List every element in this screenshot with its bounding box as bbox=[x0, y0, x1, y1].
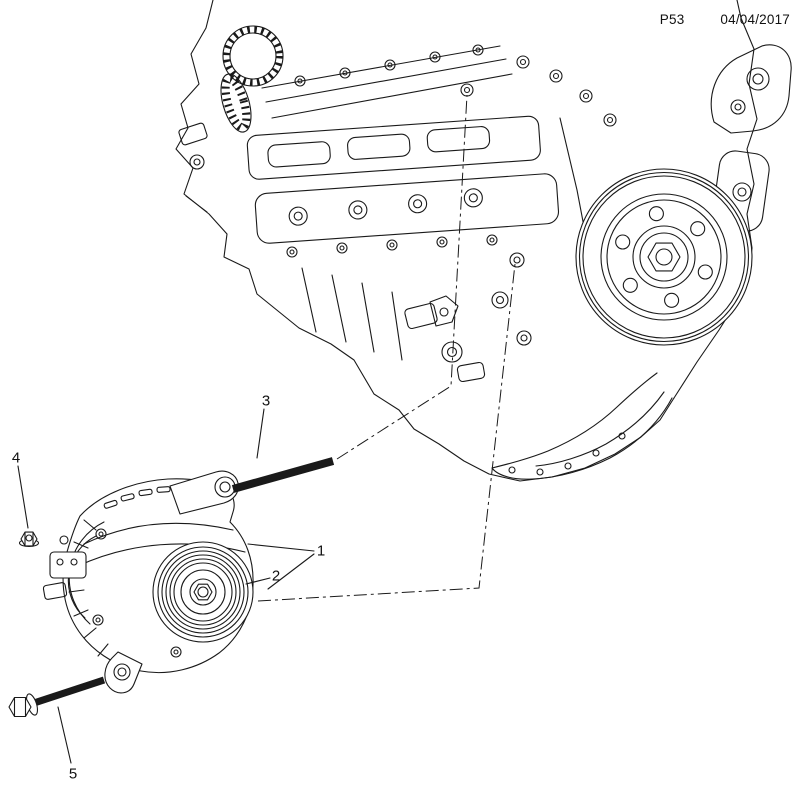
page-header: P53 04/04/2017 bbox=[660, 12, 790, 27]
projection-lines bbox=[257, 94, 516, 602]
leader-lines bbox=[17, 408, 315, 764]
callout-3: 3 bbox=[261, 392, 271, 410]
flange-nut-art bbox=[18, 531, 40, 548]
crank-pulley-art bbox=[575, 168, 753, 346]
date-label: 04/04/2017 bbox=[720, 12, 790, 27]
generator-pulley-art bbox=[152, 541, 254, 643]
mounting-stud-art bbox=[231, 457, 335, 493]
page-code-label: P53 bbox=[659, 12, 685, 27]
callout-1: 1 bbox=[316, 542, 326, 560]
callout-5: 5 bbox=[68, 765, 78, 783]
callout-4: 4 bbox=[11, 449, 21, 467]
mounting-bolt-art bbox=[8, 676, 106, 718]
callout-2: 2 bbox=[271, 567, 281, 585]
